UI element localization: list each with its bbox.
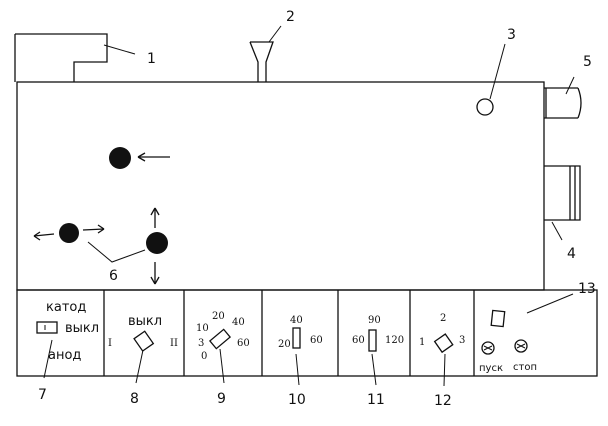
callout-5: 5 bbox=[583, 54, 592, 70]
position-mark-2: II bbox=[170, 338, 178, 349]
scale-mark: 90 bbox=[368, 315, 381, 326]
callout-7: 7 bbox=[38, 387, 47, 403]
position-mark-1: I bbox=[108, 338, 112, 349]
callout-11: 11 bbox=[367, 392, 385, 408]
callout-2: 2 bbox=[286, 9, 295, 25]
arrow-icon bbox=[150, 207, 160, 228]
scale-mark: 60 bbox=[310, 335, 323, 346]
arrow-icon bbox=[33, 231, 55, 241]
callout-1: 1 bbox=[147, 51, 156, 67]
rotary-switch[interactable] bbox=[208, 328, 232, 350]
callout-line bbox=[103, 44, 136, 55]
callout-line bbox=[268, 25, 282, 43]
apparatus-body bbox=[16, 81, 545, 291]
dot-upper bbox=[109, 147, 131, 169]
scale-mark: 1 bbox=[419, 337, 425, 348]
callout-line bbox=[135, 349, 144, 384]
callout-line bbox=[87, 241, 146, 263]
scale-mark: 3 bbox=[198, 338, 204, 349]
arrow-icon bbox=[137, 152, 170, 162]
dot-left bbox=[59, 223, 79, 243]
callout-line bbox=[219, 348, 225, 384]
callout-line bbox=[43, 339, 53, 379]
scale-mark: 40 bbox=[232, 317, 245, 328]
rotary-switch[interactable] bbox=[133, 330, 155, 352]
stop-label: стоп bbox=[513, 362, 537, 373]
stop-button[interactable] bbox=[514, 339, 528, 353]
scale-mark: 2 bbox=[440, 313, 446, 324]
top-funnel bbox=[249, 41, 274, 82]
control-panel bbox=[16, 289, 598, 377]
indicator-lamp bbox=[490, 309, 506, 328]
start-label: пуск bbox=[479, 363, 503, 374]
callout-12: 12 bbox=[434, 393, 452, 409]
callout-line bbox=[526, 293, 574, 314]
callout-9: 9 bbox=[217, 391, 226, 407]
callout-8: 8 bbox=[130, 391, 139, 407]
scale-mark: 3 bbox=[459, 335, 465, 346]
scale-mark: 20 bbox=[212, 311, 225, 322]
off-label: выкл bbox=[65, 321, 99, 336]
scale-mark: 10 bbox=[196, 323, 209, 334]
scale-mark: 40 bbox=[290, 315, 303, 326]
indicator-circle bbox=[476, 98, 494, 116]
scale-mark: 20 bbox=[278, 339, 291, 350]
side-pipe-lower bbox=[544, 165, 581, 221]
off-label: выкл bbox=[128, 314, 162, 329]
callout-3: 3 bbox=[507, 27, 516, 43]
callout-13: 13 bbox=[578, 281, 596, 297]
scale-mark: 60 bbox=[352, 335, 365, 346]
callout-4: 4 bbox=[567, 246, 576, 262]
callout-line bbox=[551, 221, 563, 241]
scale-mark: 0 bbox=[201, 351, 207, 362]
dot-right bbox=[146, 232, 168, 254]
arrow-icon bbox=[150, 262, 160, 285]
mode-switch[interactable] bbox=[36, 321, 58, 334]
scale-mark: 60 bbox=[237, 338, 250, 349]
callout-line bbox=[443, 353, 446, 387]
callout-10: 10 bbox=[288, 392, 306, 408]
rotary-switch[interactable] bbox=[433, 333, 454, 354]
top-housing bbox=[14, 33, 108, 82]
callout-6: 6 bbox=[109, 268, 118, 284]
rotary-switch[interactable] bbox=[368, 329, 377, 352]
rotary-switch[interactable] bbox=[292, 327, 301, 349]
callout-line bbox=[489, 43, 506, 100]
scale-mark: 120 bbox=[385, 335, 404, 346]
callout-line bbox=[565, 76, 575, 95]
callout-line bbox=[295, 353, 300, 386]
start-button[interactable] bbox=[481, 341, 495, 355]
cathode-label: катод bbox=[46, 300, 86, 315]
callout-line bbox=[371, 353, 377, 386]
side-pipe-upper bbox=[544, 87, 582, 119]
arrow-icon bbox=[82, 224, 105, 234]
anode-label: анод bbox=[48, 348, 81, 363]
